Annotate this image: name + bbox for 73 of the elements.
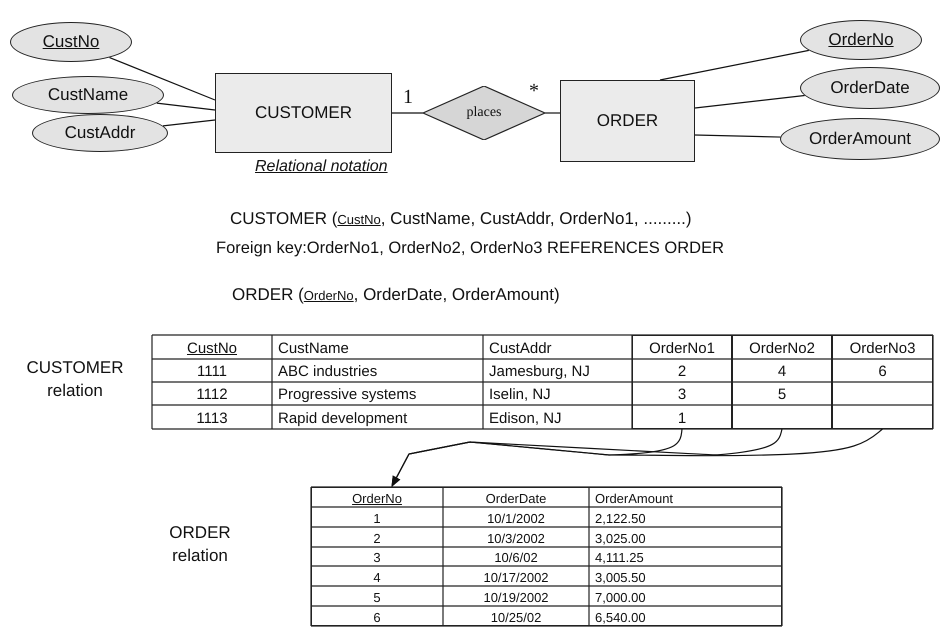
schema-text: , OrderDate, OrderAmount) [354,285,560,305]
table-cell: 3,005.50 [595,570,646,584]
table-cell: 2 [373,532,381,544]
table-cell: 1112 [196,387,228,402]
connector-line [545,112,560,114]
table-cell: 10/6/02 [494,551,538,564]
table-cell: 2 [678,364,686,379]
table-cell: 10/25/02 [490,610,542,624]
connector-line [156,102,216,111]
table-cell: 5 [778,387,786,402]
attribute-ellipse: OrderNo [800,20,922,60]
column-header: CustAddr [489,340,552,356]
attribute-ellipse: CustNo [10,22,132,62]
table-cell: Edison, NJ [489,410,562,426]
primary-key-text: CustNo [337,212,381,227]
table-cell: 10/17/2002 [483,570,549,584]
table-column [732,335,832,429]
primary-key-text: OrderNo [304,288,354,303]
table-cell: ABC industries [278,364,378,379]
column-header: CustNo [186,340,238,356]
table-cell: Jamesburg, NJ [489,364,590,379]
table-cell: 2,122.50 [595,512,646,524]
entity-box: CUSTOMER [215,73,392,153]
table-column [832,335,933,429]
connector-line [162,119,216,126]
table-outline [311,487,782,626]
connector-line [109,56,216,101]
table-cell: 1 [678,410,686,426]
table-cell: 3,025.00 [595,532,646,544]
table-cell: 4 [373,570,381,584]
column-header: CustName [278,340,349,356]
table-cell: 1 [373,512,381,524]
table-column [632,335,732,429]
section-heading: Relational notation [255,158,388,176]
connector-line [694,134,780,138]
table-cell: 10/3/2002 [487,532,545,544]
schema-text: CUSTOMER ( [230,209,338,229]
table-cell: 6,540.00 [595,610,646,624]
table-caption: CUSTOMER relation [26,357,124,402]
table-cell: 5 [373,590,381,604]
column-header: OrderNo1 [649,340,715,356]
foreign-key-text: Foreign key:OrderNo1, OrderNo2, OrderNo3 REFERENCES ORDER [216,239,724,258]
column-header: OrderNo [352,492,402,504]
table-cell: Iselin, NJ [489,387,551,402]
attribute-ellipse: OrderAmount [780,118,940,160]
table-cell: 4 [778,364,786,379]
attribute-ellipse: CustName [12,76,164,114]
table-cell: 3 [373,551,381,564]
table-cell: Progressive systems [278,387,416,402]
arrow [391,428,883,487]
schema-text: ORDER ( [232,285,304,305]
table-cell: 7,000.00 [595,590,646,604]
table-cell: 6 [878,364,887,379]
attribute-ellipse: CustAddr [32,114,168,152]
table-cell: 3 [678,387,686,402]
schema-text: , CustName, CustAddr, OrderNo1, .........) [380,209,692,229]
table-cell: 10/19/2002 [483,590,549,604]
entity-box: ORDER [560,80,695,162]
table-cell: 4,111.25 [595,551,644,564]
table-cell: Rapid development [278,410,408,426]
column-header: OrderDate [486,492,546,504]
connector-line [694,94,805,109]
column-header: OrderAmount [595,492,674,504]
table-cell: 10/1/2002 [487,512,545,524]
attribute-ellipse: OrderDate [800,67,940,109]
connector-line [660,50,809,81]
table-cell: 1113 [196,410,228,426]
connector-line [392,112,423,114]
table-cell: 1111 [196,364,228,379]
table-caption: ORDER relation [168,522,232,567]
column-header: OrderNo2 [749,340,815,356]
column-header: OrderNo3 [850,340,916,356]
table-cell: 6 [373,610,381,624]
